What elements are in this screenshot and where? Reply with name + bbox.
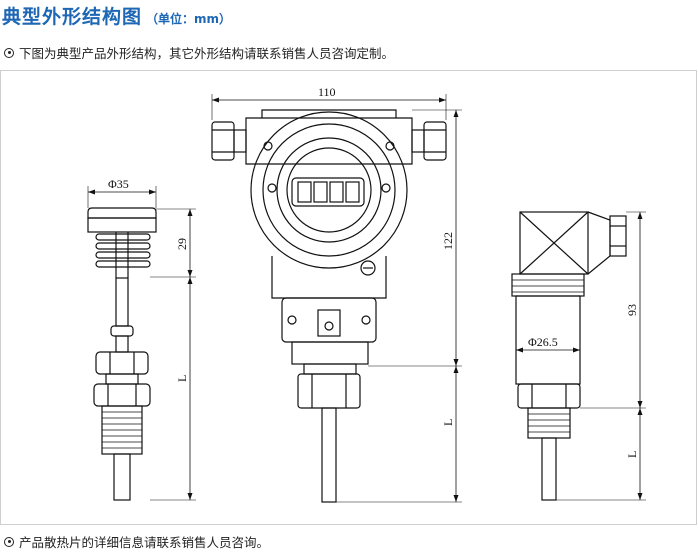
page-title: 典型外形结构图 （单位：mm） [2, 2, 231, 29]
title-unit: （单位：mm） [146, 12, 232, 26]
bullet-icon [4, 536, 14, 547]
intro-note: 下图为典型产品外形结构，其它外形结构请联系销售人员咨询定制。 [4, 43, 394, 62]
right-compact-transmitter [511, 211, 646, 501]
bullet-icon [4, 47, 14, 58]
title-text: 典型外形结构图 [2, 6, 143, 28]
dim-l-left: L [175, 375, 189, 382]
technical-drawing: Φ35 29 L 110 122 L 93 Φ26.5 L [87, 85, 646, 503]
middle-transmitter [211, 94, 462, 503]
drawing-frame [0, 70, 697, 525]
footer-note: 产品散热片的详细信息请联系销售人员咨询。 [4, 532, 269, 551]
intro-text: 下图为典型产品外形结构，其它外形结构请联系销售人员咨询定制。 [19, 46, 395, 61]
dim-h122: 122 [441, 232, 455, 250]
dim-l-right: L [625, 451, 639, 458]
dim-h29: 29 [175, 238, 189, 250]
dim-w110: 110 [318, 85, 336, 99]
dim-d26-5: Φ26.5 [528, 335, 558, 349]
left-heatsink-sensor [87, 186, 196, 501]
dim-d35: Φ35 [108, 177, 129, 191]
dim-l-mid: L [441, 419, 455, 426]
dim-h93: 93 [625, 304, 639, 316]
footer-text: 产品散热片的详细信息请联系销售人员咨询。 [19, 535, 270, 550]
